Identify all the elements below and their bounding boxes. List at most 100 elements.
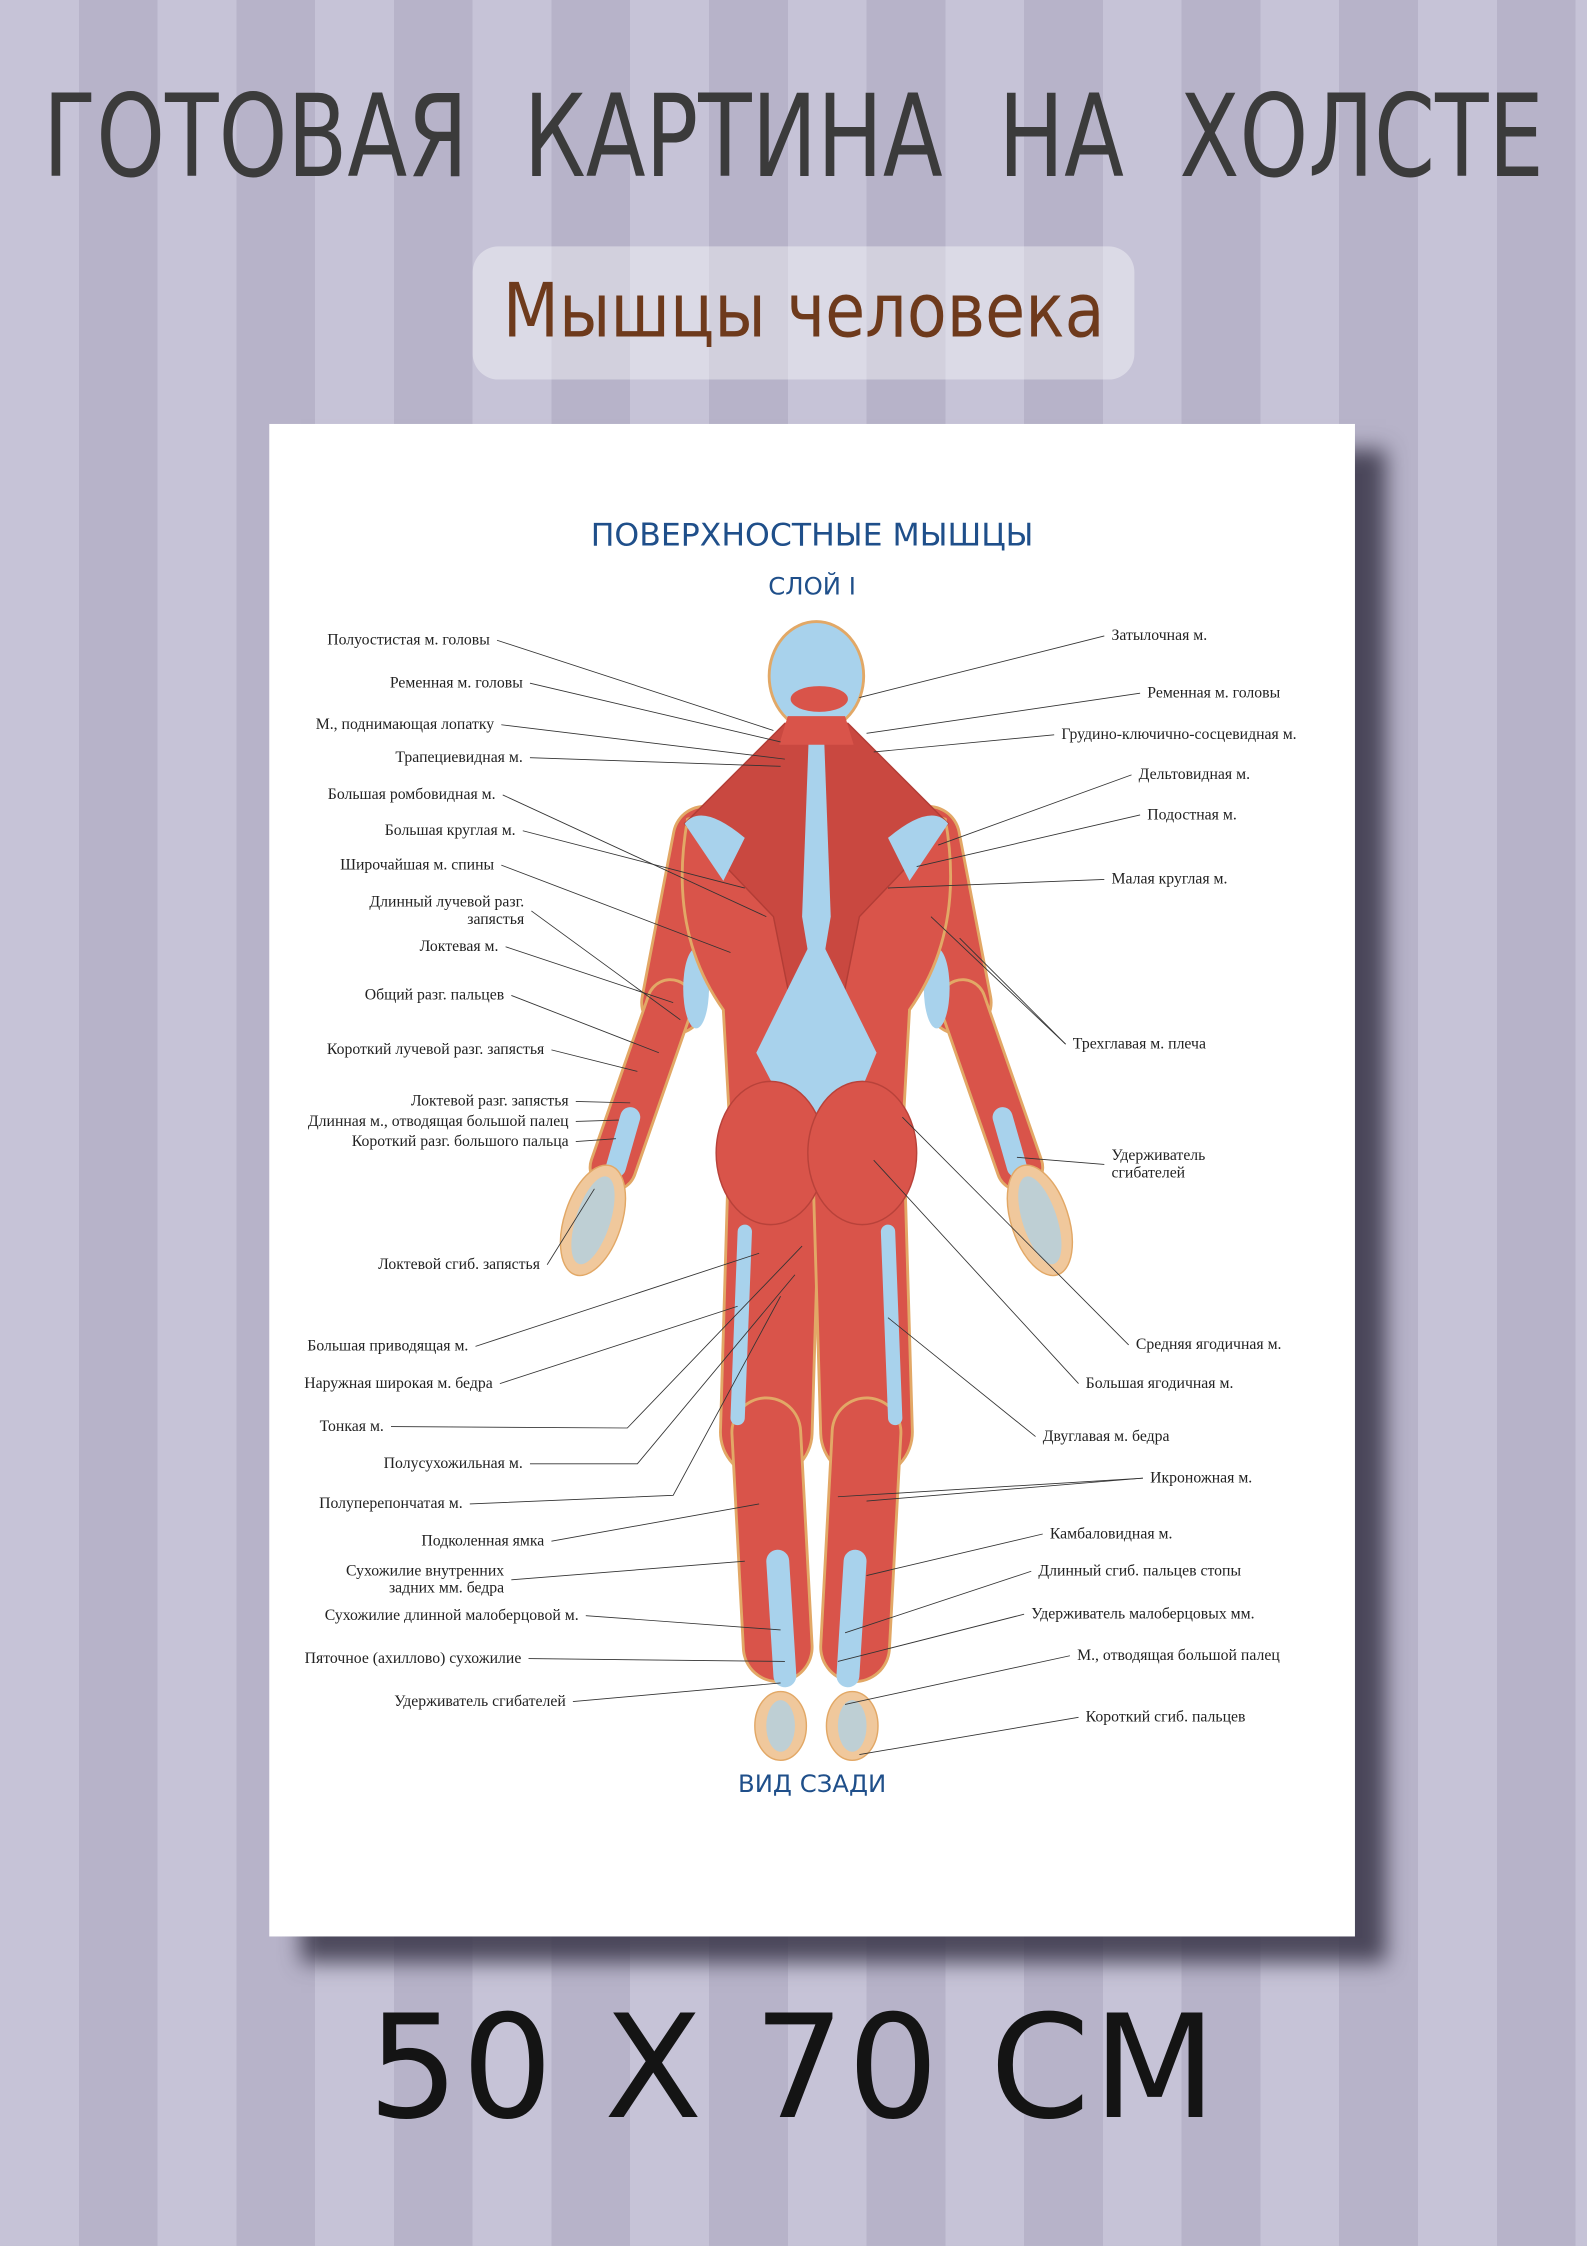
subtitle: Мышцы человека	[502, 269, 1105, 356]
occipital-muscle	[790, 686, 848, 712]
leader-line	[866, 1533, 1043, 1576]
left-label: Полусухожильная м.	[383, 1455, 523, 1473]
leader-line	[859, 1716, 1079, 1755]
leader-line	[844, 1655, 1071, 1705]
right-gluteus	[807, 1080, 918, 1226]
leader-line	[529, 757, 781, 767]
right-label: Дельтовидная м.	[1138, 766, 1251, 784]
leader-line	[505, 946, 674, 1004]
poster-layer: СЛОЙ I	[768, 572, 856, 602]
human-body-back-view	[559, 620, 1074, 1762]
right-label: Удерживатель малоберцовых мм.	[1031, 1605, 1255, 1623]
right-label: Камбаловидная м.	[1049, 1525, 1173, 1543]
leader-line	[887, 1317, 1036, 1437]
right-label: Длинный сгиб. пальцев стопы	[1038, 1562, 1242, 1580]
right-label: Удерживатель сгибателей	[1111, 1147, 1206, 1182]
left-label: Широчайшая м. спины	[340, 856, 495, 874]
left-label: Подколенная ямка	[421, 1532, 545, 1550]
leader-line	[502, 794, 767, 918]
leader-line	[531, 910, 681, 1021]
leader-line	[916, 814, 1141, 867]
leader-line	[511, 995, 660, 1054]
right-thigh	[814, 1144, 911, 1477]
leader-line	[522, 830, 745, 889]
right-label: Подостная м.	[1147, 806, 1237, 824]
poster-view: ВИД СЗАДИ	[738, 1770, 887, 1799]
left-label: Короткий лучевой разг. запястья	[326, 1041, 545, 1059]
left-label: Большая приводящая м.	[307, 1337, 469, 1355]
leader-line	[585, 1615, 781, 1631]
left-label: Короткий разг. большого пальца	[351, 1132, 569, 1151]
leader-line	[551, 1049, 638, 1072]
left-label: Полуперепончатая м.	[319, 1495, 463, 1513]
left-label: Полуостистая м. головы	[327, 631, 490, 649]
leader-line	[575, 1138, 616, 1142]
leader-line	[873, 734, 1055, 753]
leader-line	[844, 1570, 1032, 1634]
left-label: Сухожилие длинной малоберцовой м.	[324, 1607, 579, 1625]
right-deltoid-tendon	[888, 815, 949, 881]
leader-line	[499, 1305, 738, 1385]
leader-line	[551, 1503, 760, 1542]
leader-line	[528, 1658, 785, 1662]
head	[767, 620, 866, 732]
left-label: Большая круглая м.	[384, 822, 516, 840]
right-foot-tendons	[837, 1700, 867, 1752]
right-label: Грудино-ключично-сосцевидная м.	[1061, 726, 1297, 744]
leader-line	[1016, 1156, 1105, 1165]
left-achilles	[766, 1549, 797, 1688]
leader-lines	[391, 635, 1144, 1755]
leader-line	[930, 916, 1066, 1045]
leader-line	[501, 864, 731, 953]
leader-line	[888, 879, 1105, 889]
right-label: Большая ягодичная м.	[1085, 1375, 1234, 1393]
right-label: Средняя ягодичная м.	[1135, 1336, 1282, 1354]
leader-line	[837, 1613, 1025, 1662]
right-label: Малая круглая м.	[1111, 870, 1228, 889]
right-wrist-tendon	[992, 1107, 1027, 1178]
right-label: Трехглавая м. плеча	[1072, 1035, 1206, 1053]
left-label: Локтевой сгиб. запястья	[378, 1256, 540, 1274]
leader-line	[496, 639, 774, 731]
neck	[779, 716, 854, 745]
left-label: М., поднимающая лопатку	[315, 716, 495, 734]
right-label: М., отводящая большой палец	[1077, 1647, 1280, 1665]
left-label: Пяточное (ахиллово) сухожилие	[304, 1650, 522, 1668]
right-hand-tendons	[1018, 1176, 1062, 1265]
left-thigh	[721, 1144, 818, 1477]
leader-line	[959, 937, 1066, 1045]
subtitle-badge: Мышцы человека	[472, 246, 1135, 380]
right-label: Двуглавая м. бедра	[1042, 1428, 1170, 1446]
leader-line	[938, 774, 1132, 846]
left-label: Локтевой разг. запястья	[410, 1092, 569, 1111]
leader-line	[529, 1274, 796, 1465]
left-label: Сухожилие внутренних задних мм. бедра	[345, 1562, 505, 1598]
leader-line	[511, 1560, 745, 1581]
left-hand-tendons	[571, 1176, 615, 1265]
leader-line	[572, 1682, 781, 1703]
leader-line	[575, 1101, 631, 1104]
leader-line	[837, 1477, 1144, 1498]
leader-line	[475, 1252, 760, 1347]
headline-container: ГОТОВАЯ КАРТИНА НА ХОЛСТЕ	[43, 69, 1544, 212]
canvas-size: 50 X 70 СМ	[367, 1983, 1220, 2152]
left-label: Большая ромбовидная м.	[327, 786, 496, 804]
leader-line	[501, 724, 785, 760]
spine-tendon	[802, 723, 831, 1003]
left-label: Общий разг. пальцев	[364, 986, 505, 1005]
leader-line	[873, 1159, 1079, 1384]
leader-line	[902, 1116, 1129, 1346]
left-wrist-tendon	[605, 1107, 641, 1178]
right-label: Короткий сгиб. пальцев	[1085, 1708, 1246, 1726]
right-label: Затылочная м.	[1111, 627, 1208, 645]
left-foot-tendons	[766, 1700, 795, 1752]
left-label: Трапециевидная м.	[395, 749, 523, 767]
poster-title: ПОВЕРХНОСТНЫЕ МЫШЦЫ	[590, 518, 1034, 555]
left-label: Ременная м. головы	[389, 674, 523, 692]
leader-line	[529, 682, 781, 743]
leader-line	[546, 1188, 595, 1265]
left-label: Удерживатель сгибателей	[394, 1692, 566, 1711]
right-achilles	[836, 1549, 867, 1688]
right-fascia-lata	[880, 1224, 903, 1426]
